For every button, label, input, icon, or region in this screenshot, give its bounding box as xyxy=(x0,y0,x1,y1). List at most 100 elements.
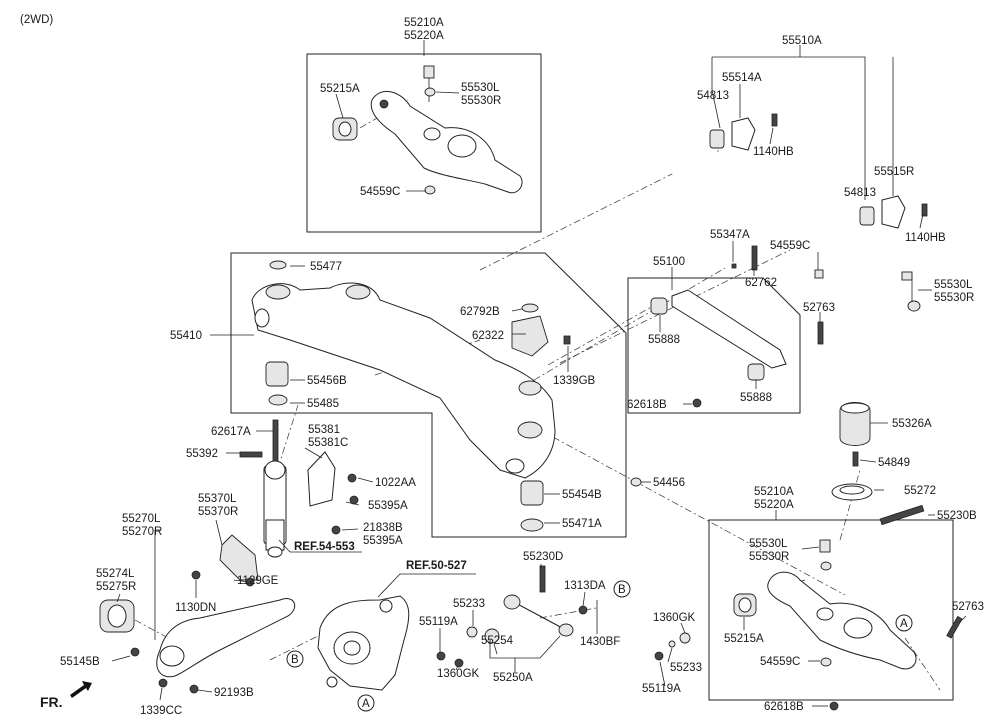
part-number: 54456 xyxy=(653,477,685,489)
part-number: 62322 xyxy=(472,330,504,342)
part-number: 55233 xyxy=(670,662,702,674)
part-number: 55215A xyxy=(320,83,360,95)
part-number: 1360GK xyxy=(653,612,696,624)
callout-b-circle-top xyxy=(613,580,631,598)
variant-label: (2WD) xyxy=(20,14,53,26)
part-number: 55119A xyxy=(642,683,681,695)
part-number: 55250A xyxy=(493,672,533,684)
lower-arm-group-box xyxy=(708,519,954,701)
callout-a-label-bottom: A xyxy=(362,698,370,710)
callout-b-label-left: B xyxy=(291,654,299,666)
part-number: 55254 xyxy=(481,635,514,647)
callout-b-circle-left xyxy=(286,650,304,668)
part-number: 55220A xyxy=(754,499,794,511)
crossmember-bushing-drawing xyxy=(520,477,642,532)
part-number: 55410 xyxy=(170,330,202,342)
part-number: 55270L xyxy=(122,513,161,525)
part-number: 62618B xyxy=(627,399,667,411)
part-number: 55370R xyxy=(198,506,238,518)
part-number: 55233 xyxy=(453,598,485,610)
part-number: 1360GK xyxy=(437,668,480,680)
part-number: 55347A xyxy=(710,229,750,241)
part-number: 55392 xyxy=(186,448,218,460)
part-number: 55145B xyxy=(60,656,100,668)
part-number: 54813 xyxy=(844,187,876,199)
lower-arm-right-drawing xyxy=(654,539,963,711)
part-number: 55530R xyxy=(461,95,501,107)
part-number: 55215A xyxy=(724,633,764,645)
part-number: 55515R xyxy=(874,166,914,178)
part-number: 55272 xyxy=(904,485,936,497)
front-arrow-icon xyxy=(70,681,92,698)
part-number: 62617A xyxy=(211,426,251,438)
callout-a-circle-right xyxy=(895,614,913,632)
part-number: 1140HB xyxy=(753,146,794,158)
part-number: 55530R xyxy=(749,551,789,563)
part-number: 62792B xyxy=(460,306,500,318)
ref-label-54-553: REF.54-553 xyxy=(294,541,355,553)
front-label: FR. xyxy=(40,694,63,710)
part-number: 55230D xyxy=(523,551,563,563)
part-number: 54559C xyxy=(760,656,800,668)
part-number: 54559C xyxy=(770,240,810,252)
shock-absorber-drawing xyxy=(191,419,359,587)
part-number: 55530L xyxy=(461,82,500,94)
part-number: 55477 xyxy=(310,261,342,273)
part-number: 55100 xyxy=(653,256,685,268)
part-number: 55530L xyxy=(934,279,973,291)
part-number: 1022AA xyxy=(375,477,416,489)
callout-b-label-top: B xyxy=(618,584,626,596)
part-number: 1339GB xyxy=(553,375,596,387)
part-number: 55456B xyxy=(307,375,347,387)
part-number: 1140HB xyxy=(905,232,946,244)
part-number: 55275R xyxy=(96,581,136,593)
part-number: 55220A xyxy=(404,30,444,42)
part-number: 55270R xyxy=(122,526,162,538)
part-number: 55530L xyxy=(749,538,788,550)
trailing-link-drawing xyxy=(650,245,824,408)
part-number: 52763 xyxy=(803,302,835,314)
part-number: 21838B xyxy=(363,522,403,534)
part-number: 54849 xyxy=(878,457,910,469)
spring-pad-drawing xyxy=(831,402,925,526)
part-number: 55381 xyxy=(308,424,340,436)
part-number: 55210A xyxy=(754,486,794,498)
toe-link-drawing xyxy=(436,565,598,668)
part-number: 55888 xyxy=(740,392,772,404)
stabilizer-bar-drawing xyxy=(649,113,928,312)
part-number: 55274L xyxy=(96,568,135,580)
part-number: 55471A xyxy=(562,518,602,530)
part-number: 52763 xyxy=(952,601,984,613)
part-number: 55510A xyxy=(782,35,822,47)
part-number: 1130DN xyxy=(175,602,216,614)
part-number: 55326A xyxy=(892,418,932,430)
part-number: 62762 xyxy=(745,277,777,289)
part-number: 55210A xyxy=(404,17,444,29)
knuckle-drawing xyxy=(317,595,410,691)
callout-a-label-right: A xyxy=(900,618,908,630)
part-number: 54813 xyxy=(697,90,729,102)
part-number: 55381C xyxy=(308,437,348,449)
part-number: 55395A xyxy=(368,500,408,512)
trailing-link-group-box xyxy=(627,277,801,414)
part-number: 55119A xyxy=(419,616,458,628)
leader-lines xyxy=(111,40,967,707)
crossmember-drawing xyxy=(251,260,571,479)
part-number: 1339CC xyxy=(140,705,182,717)
part-number: 55454B xyxy=(562,489,602,501)
part-number: 1313DA xyxy=(564,580,606,592)
part-number: 55888 xyxy=(648,334,680,346)
part-number: 1129GE xyxy=(237,575,279,587)
part-number: 55230B xyxy=(937,510,977,522)
lower-arm-left-drawing xyxy=(99,598,296,694)
part-number: 55514A xyxy=(722,72,762,84)
part-number: 55530R xyxy=(934,292,974,304)
part-number: 92193B xyxy=(214,687,254,699)
part-number: 55370L xyxy=(198,493,237,505)
part-number: 55485 xyxy=(307,398,339,410)
ref-label-50-527: REF.50-527 xyxy=(406,560,467,572)
part-number: 1430BF xyxy=(580,636,620,648)
part-number: 62618B xyxy=(764,701,804,713)
upper-arm-top-drawing xyxy=(332,65,523,195)
